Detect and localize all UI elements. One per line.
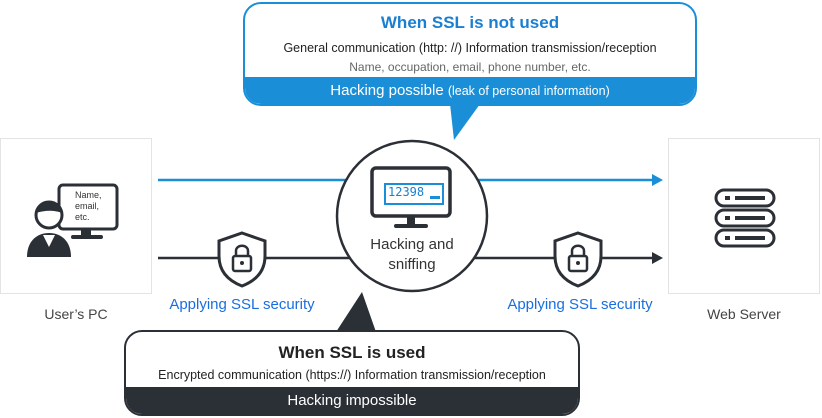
hacking-impossible-band: Hacking impossible xyxy=(126,387,578,414)
user-pc-caption: User’s PC xyxy=(44,306,108,322)
encrypted-arrowhead xyxy=(652,252,663,264)
encrypted-communication-text: Encrypted communication (https://) Infor… xyxy=(158,368,546,382)
web-server-caption: Web Server xyxy=(707,306,781,322)
ssl-label-right: Applying SSL security xyxy=(507,296,653,313)
ssl-not-used-callout: When SSL is not used General communicati… xyxy=(243,2,697,106)
ssl-used-callout: When SSL is used Encrypted communication… xyxy=(124,330,580,416)
user-pc-box: Name, email, etc. xyxy=(0,138,152,294)
ssl-not-used-title: When SSL is not used xyxy=(380,13,560,32)
hub-label-line2: sniffing xyxy=(388,256,436,273)
unencrypted-arrowhead xyxy=(652,174,663,186)
bubble-line-2: email, xyxy=(75,201,100,211)
hacking-hub: 12398 Hacking and sniffing xyxy=(334,138,490,294)
bottom-callout-tail xyxy=(336,292,376,332)
monitor-bubble-text: Name, email, etc. xyxy=(75,190,115,223)
hacking-possible-band: Hacking possible (leak of personal infor… xyxy=(245,77,695,104)
hacking-impossible-text: Hacking impossible xyxy=(287,392,417,409)
intercepted-value: 12398 xyxy=(388,185,425,199)
monitor-icon xyxy=(370,166,452,228)
hacking-possible-text: Hacking possible xyxy=(330,82,444,99)
bubble-line-3: etc. xyxy=(75,212,90,222)
web-server-box xyxy=(668,138,820,294)
server-icon xyxy=(714,188,776,248)
bubble-line-1: Name, xyxy=(75,190,102,200)
ssl-label-left: Applying SSL security xyxy=(169,296,315,313)
ssl-used-title: When SSL is used xyxy=(278,343,426,362)
hub-label: Hacking and sniffing xyxy=(334,235,490,275)
top-callout-tail xyxy=(450,104,480,140)
shield-lock-icon-right xyxy=(553,231,603,288)
personal-info-examples: Name, occupation, email, phone number, e… xyxy=(349,60,591,74)
hub-label-line1: Hacking and xyxy=(370,236,454,253)
leak-note-text: (leak of personal information) xyxy=(447,84,610,98)
general-communication-text: General communication (http: //) Informa… xyxy=(283,41,657,55)
user-at-computer-icon xyxy=(27,183,119,257)
shield-lock-icon-left xyxy=(217,231,267,288)
